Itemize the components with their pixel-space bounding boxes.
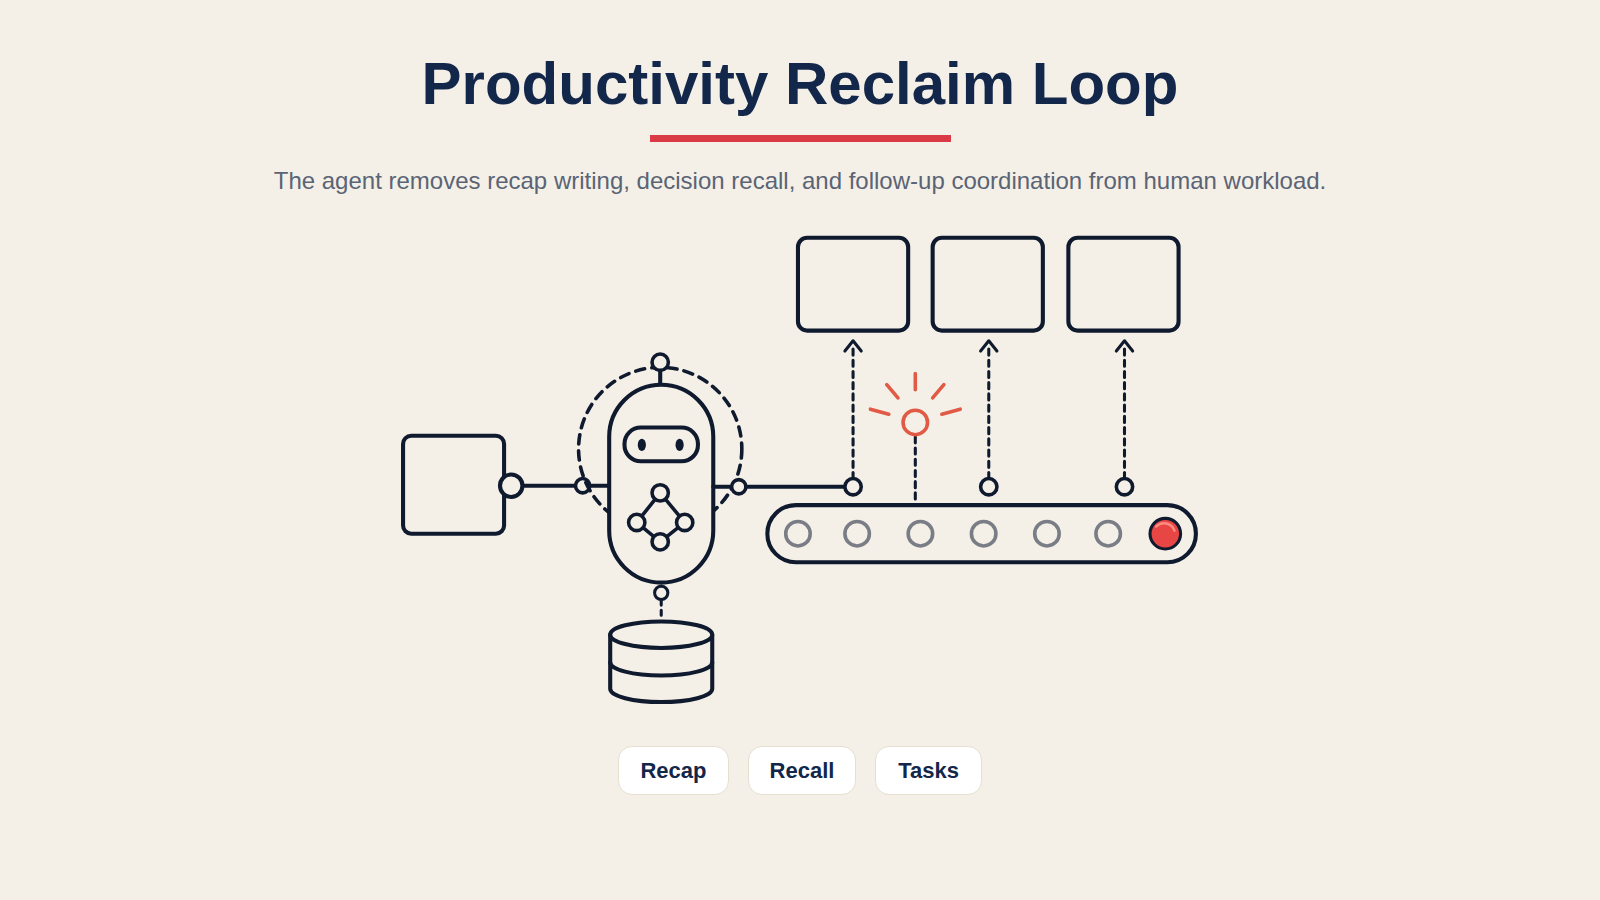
insight-dot [903, 410, 927, 434]
port [845, 479, 861, 495]
dashed-arrow [852, 344, 855, 479]
ray [914, 373, 918, 389]
label-pill: Recall [748, 746, 856, 795]
wire [713, 485, 730, 489]
wire [522, 484, 574, 488]
wire [914, 437, 917, 504]
ray [933, 385, 944, 398]
wire [590, 484, 609, 488]
robot-eye [676, 439, 684, 451]
queue-item [908, 521, 932, 545]
input-box [403, 436, 504, 534]
database-ring [610, 662, 712, 675]
queue-item [1035, 521, 1059, 545]
antenna-tip [652, 354, 668, 370]
robot-body [609, 385, 713, 583]
queue-item [1096, 521, 1120, 545]
pill-text: Recap [640, 758, 706, 784]
ray [887, 385, 898, 398]
net-node [652, 534, 668, 550]
net-node [629, 514, 645, 530]
arrow-head [981, 341, 997, 351]
title-underline [650, 135, 951, 142]
wire [746, 485, 845, 489]
pill-text: Recall [770, 758, 835, 784]
port [500, 474, 522, 496]
output-box [798, 238, 908, 331]
arrow-head [845, 341, 861, 351]
diagram-caption: The agent removes recap writing, decisio… [100, 166, 1500, 196]
robot-visor [624, 428, 697, 462]
database-top [610, 621, 712, 648]
port [655, 586, 668, 599]
insight-burst [870, 373, 960, 434]
diagram-title: Productivity Reclaim Loop [0, 46, 1600, 122]
output-box [1068, 238, 1178, 331]
ray [870, 409, 888, 414]
ray [942, 409, 960, 414]
dashed-arrow [987, 344, 990, 479]
net-node [652, 485, 668, 501]
robot-eye [638, 439, 646, 451]
port [732, 480, 746, 494]
dashed-arrow [1123, 344, 1126, 479]
arrow-head [1116, 341, 1132, 351]
pill-text: Tasks [898, 758, 959, 784]
label-pill: Tasks [875, 746, 982, 795]
queue-items [786, 521, 1121, 545]
conveyor-belt [767, 505, 1196, 562]
port [981, 479, 997, 495]
queue-item [786, 521, 810, 545]
queue-item [845, 521, 869, 545]
highlight [1156, 523, 1174, 530]
net-node [677, 514, 693, 530]
wire [660, 600, 663, 618]
label-pill: Recap [618, 746, 729, 795]
output-box [933, 238, 1043, 331]
port [1116, 479, 1132, 495]
queue-item [971, 521, 995, 545]
active-item [1150, 518, 1181, 549]
illustration-group [403, 238, 1196, 702]
